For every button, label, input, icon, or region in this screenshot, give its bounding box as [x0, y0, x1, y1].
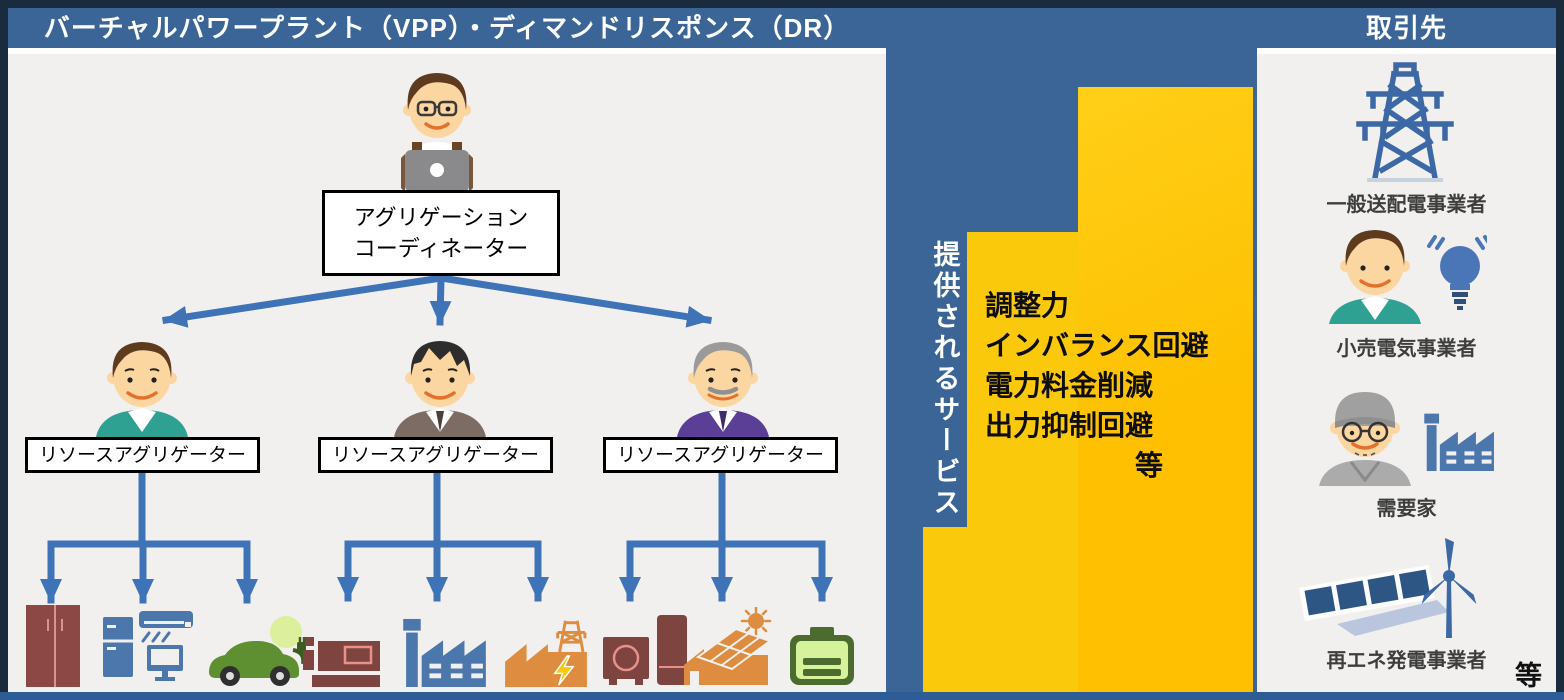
partners-header-title: 取引先 — [1365, 13, 1447, 43]
businessman-brown-suit-icon — [394, 341, 486, 437]
coordinator-label-line2: コーディネーター — [353, 236, 529, 261]
services-arrow-shape — [1078, 87, 1253, 692]
electric-vehicle-icon — [209, 616, 306, 686]
aggregator3-box: リソースアグリゲーター — [603, 437, 838, 473]
aggregator3-label: リソースアグリゲーター — [616, 444, 825, 466]
service-item: インバランス回避 — [985, 330, 1209, 361]
services-etc: 等 — [1135, 450, 1164, 481]
storage-cabinet-icon — [26, 605, 80, 687]
partners-panel: 一般送配電事業者 小売電気事業者 — [1257, 54, 1556, 692]
home-appliances-icon — [103, 611, 193, 681]
header-bar — [8, 8, 1556, 48]
aggregator1-box: リソースアグリゲーター — [25, 437, 260, 473]
services-vertical-banner: 提供されるサービス — [923, 232, 967, 527]
services-vertical-label: 提供されるサービス — [929, 240, 960, 519]
aggregator3-tree-arrows — [619, 471, 833, 602]
worker-with-factory-icon — [1319, 392, 1494, 486]
vpp-header-title: バーチャルパワープラント（VPP）・ディマンドリスポンス（DR） — [43, 13, 851, 43]
partner-label-renewable: 再エネ発電事業者 — [1326, 650, 1487, 672]
service-item: 調整力 — [985, 290, 1070, 321]
storage-battery-icon — [790, 627, 854, 685]
heat-pump-water-heater-icon — [603, 615, 687, 685]
businessman-purple-suit-icon — [677, 342, 769, 437]
solar-roof-house-icon — [684, 607, 773, 685]
service-item: 電力料金削減 — [985, 370, 1154, 401]
coordinator-with-laptop-icon — [401, 73, 473, 192]
services-list: 調整力 インバランス回避 電力料金削減 出力抑制回避 等 — [985, 286, 1250, 486]
aggregator1-label: リソースアグリゲーター — [38, 444, 247, 466]
factory-icon — [403, 618, 486, 687]
coordinator-box: アグリゲーション コーディネーター — [322, 190, 560, 276]
service-item: 出力抑制回避 — [985, 410, 1154, 441]
transmission-tower-icon — [1356, 62, 1454, 182]
aggregator2-box: リソースアグリゲーター — [318, 437, 553, 473]
partner-label-retailer: 小売電気事業者 — [1336, 338, 1477, 360]
bottom-border-bar — [0, 692, 1564, 700]
coordinator-fan-arrows — [162, 273, 713, 328]
industrial-machine-icon — [303, 637, 380, 687]
aggregator2-label: リソースアグリゲーター — [331, 444, 540, 466]
retailer-with-lightbulb-icon — [1329, 230, 1487, 324]
partners-etc: 等 — [1515, 661, 1542, 691]
header-gap-left — [8, 48, 886, 54]
header-gap-right — [1257, 48, 1556, 54]
aggregator1-tree-arrows — [40, 471, 258, 604]
coordinator-label-line1: アグリゲーション — [353, 205, 529, 230]
partner-label-consumer: 需要家 — [1376, 498, 1437, 520]
power-plant-icon — [505, 620, 587, 687]
connection-arrows — [40, 273, 833, 604]
partner-label-transmission: 一般送配電事業者 — [1326, 194, 1487, 216]
aggregator2-tree-arrows — [337, 471, 549, 602]
solar-and-wind-icon — [1298, 538, 1477, 638]
businessman-teal-shirt-icon — [96, 342, 188, 437]
vpp-panel: アグリゲーション コーディネーター — [8, 54, 886, 692]
